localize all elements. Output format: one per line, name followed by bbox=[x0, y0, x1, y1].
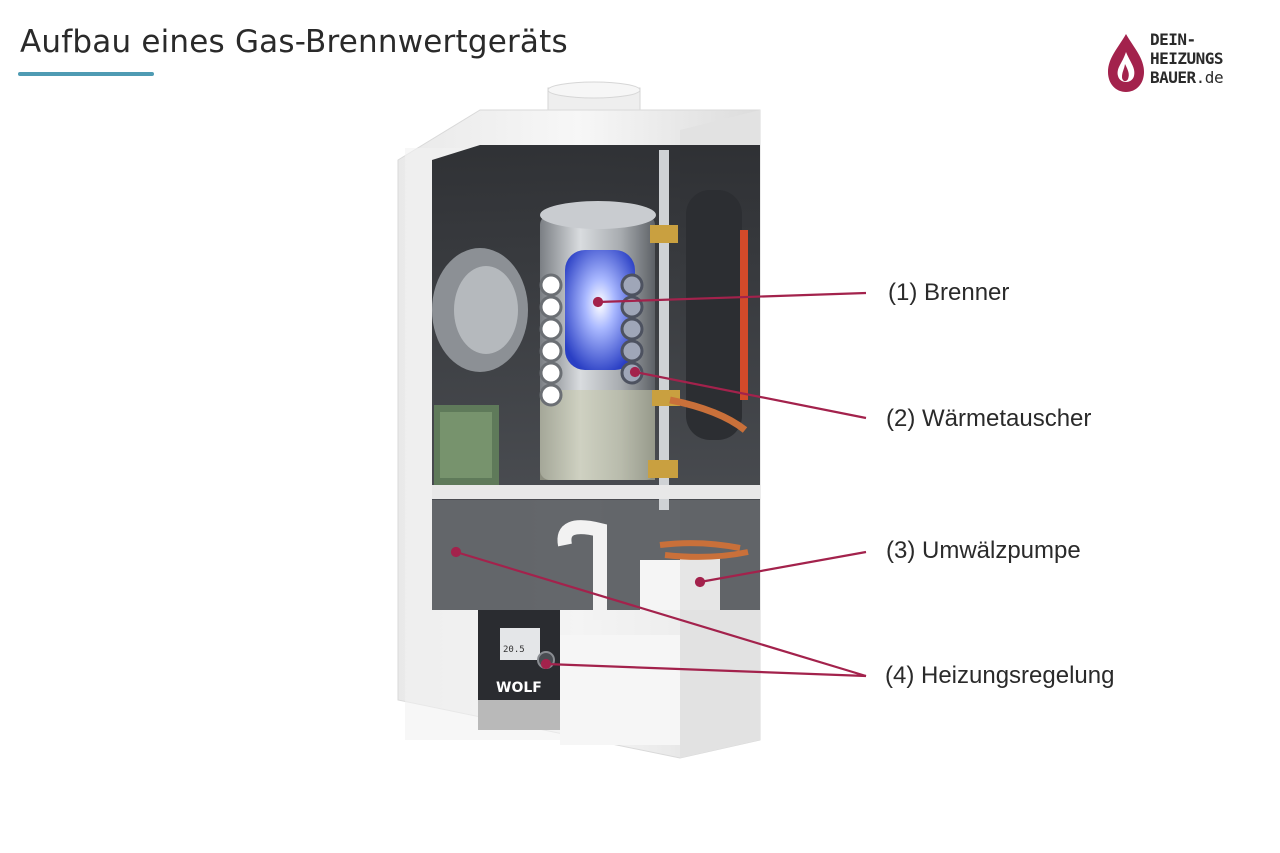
label-heizungsregelung: (4) Heizungsregelung bbox=[885, 662, 1115, 689]
leader-line-umwaelzpumpe bbox=[699, 550, 867, 584]
label-waermetauscher: (2) Wärmetauscher bbox=[886, 405, 1092, 432]
leader-lines bbox=[450, 291, 867, 678]
leader-line-waermetauscher bbox=[634, 370, 867, 420]
control-circuit-board bbox=[434, 405, 499, 485]
expansion-vessel bbox=[686, 190, 748, 440]
wolf-brand-badge: WOLF bbox=[496, 680, 542, 696]
leader-dot-brenner bbox=[592, 296, 604, 308]
internal-shelf bbox=[432, 485, 760, 499]
leader-dot-umwaelzpumpe bbox=[694, 576, 706, 588]
leader-dot-heizungsregelung-board bbox=[450, 546, 462, 558]
page-title: Aufbau eines Gas-Brennwertgeräts bbox=[20, 24, 568, 60]
leader-line-heizungsregelung-board bbox=[455, 550, 867, 678]
heat-exchanger-coils bbox=[539, 273, 644, 407]
logo-line-2: HEIZUNGS bbox=[1150, 49, 1224, 68]
fan-housing bbox=[432, 248, 528, 372]
label-umwaelzpumpe: (3) Umwälzpumpe bbox=[886, 537, 1081, 564]
label-brenner: (1) Brenner bbox=[888, 279, 1010, 306]
burner-flame bbox=[565, 250, 635, 370]
logo-line-1: DEIN- bbox=[1150, 30, 1196, 49]
supply-pipes bbox=[648, 150, 748, 510]
leader-dot-heizungsregelung-panel bbox=[540, 658, 552, 670]
logo-domain-suffix: .de bbox=[1195, 68, 1224, 87]
circulation-pump bbox=[557, 520, 749, 620]
control-display-readout: 20.5 bbox=[503, 645, 525, 655]
leader-line-brenner bbox=[597, 291, 867, 304]
flame-drop-icon bbox=[1108, 34, 1144, 92]
logo-line-3: BAUER bbox=[1150, 68, 1196, 87]
leader-dot-waermetauscher bbox=[629, 366, 641, 378]
control-panel: 20.5 WOLF bbox=[478, 610, 560, 730]
brand-logo: DEIN- HEIZUNGS BAUER.de bbox=[1104, 30, 1264, 96]
boiler-lower-cover bbox=[560, 635, 680, 745]
leader-line-heizungsregelung-panel bbox=[545, 662, 867, 678]
title-underline bbox=[18, 72, 154, 76]
